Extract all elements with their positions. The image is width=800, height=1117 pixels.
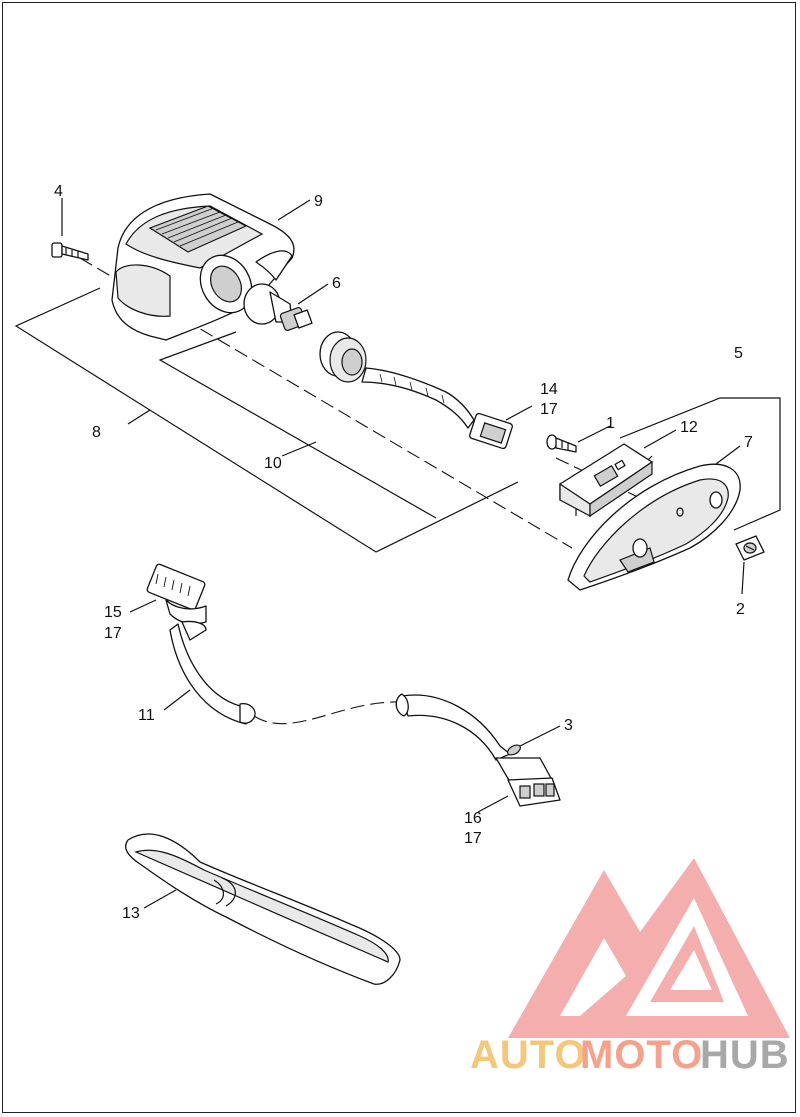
callout-16-17: 17 (464, 830, 482, 847)
callout-4: 4 (54, 183, 63, 200)
circuit-board-part-12 (559, 443, 653, 518)
connector-part-16 (495, 757, 561, 807)
watermark-text-auto: AUTO (470, 1033, 587, 1077)
callout-15: 15 (104, 604, 122, 621)
callout-5: 5 (734, 345, 743, 362)
leader-lines (61, 198, 745, 909)
callout-13: 13 (122, 905, 140, 922)
assembly-bracket-5 (619, 397, 781, 531)
socket-harness-part-14 (319, 331, 513, 450)
assembly-bracket-8 (14, 287, 519, 553)
callout-16: 16 (464, 810, 482, 827)
watermark-text: AUTO MOTO HUB (470, 1033, 790, 1077)
callout-14: 14 (540, 381, 558, 398)
tie-part-3 (507, 744, 521, 756)
assembly-axis-line (79, 257, 573, 549)
assembly-bracket-10 (158, 331, 437, 519)
callout-7: 7 (744, 434, 753, 451)
watermark-logo (508, 858, 790, 1038)
wire-harness-part-11 (169, 620, 511, 761)
bulb-part-6 (243, 283, 313, 331)
callout-8: 8 (92, 424, 101, 441)
callout-6: 6 (332, 275, 341, 292)
callout-11: 11 (138, 707, 155, 724)
screw-part-4 (51, 242, 89, 261)
screw-part-1 (546, 434, 577, 453)
lens-part-7 (567, 463, 741, 591)
callout-2: 2 (736, 601, 745, 618)
callout-12: 12 (680, 419, 698, 436)
watermark-text-hub: HUB (700, 1033, 790, 1077)
callout-1: 1 (606, 415, 615, 432)
callout-10: 10 (264, 455, 282, 472)
callout-15-17: 17 (104, 625, 122, 642)
connector-part-15 (146, 563, 207, 625)
trim-strip-part-13 (125, 833, 401, 985)
callout-14-17: 17 (540, 401, 558, 418)
callout-3: 3 (564, 717, 573, 734)
watermark-text-moto: MOTO (580, 1033, 703, 1077)
nut-part-2 (735, 535, 765, 561)
callout-numbers: 4 9 6 5 14 17 1 12 7 8 10 2 15 17 11 3 1… (54, 183, 753, 922)
callout-9: 9 (314, 193, 323, 210)
